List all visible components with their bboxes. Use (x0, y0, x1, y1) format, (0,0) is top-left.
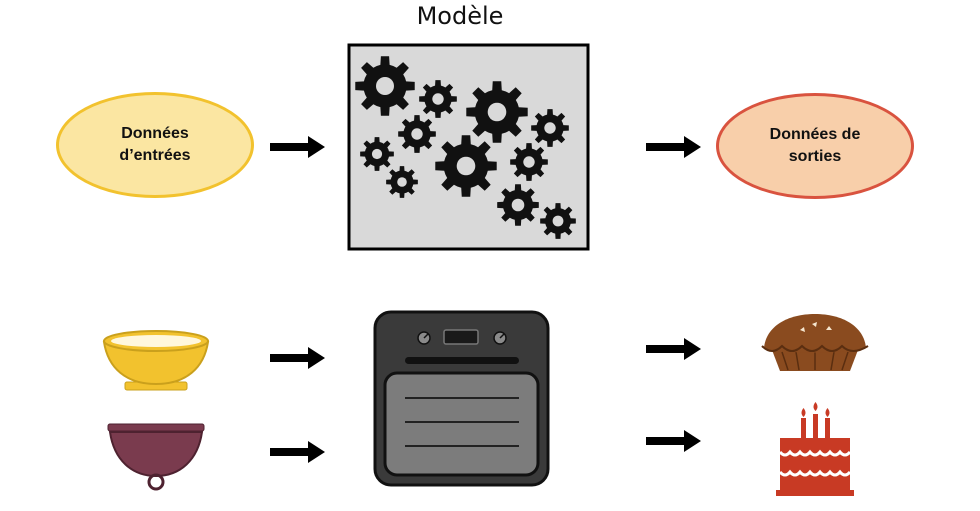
gear-hole (376, 77, 394, 95)
arrow-bowl1-to-oven (270, 347, 325, 369)
purple-bowl-icon (107, 423, 205, 491)
gear-hole (456, 156, 476, 176)
gears-icon (355, 56, 576, 239)
pie-icon (761, 314, 869, 371)
gear-hole (552, 215, 564, 227)
output-data-label: Données de sorties (769, 126, 861, 165)
oven-icon (373, 310, 550, 487)
gear-hole (371, 148, 383, 160)
gear-hole (511, 198, 525, 212)
gear-hole (397, 177, 407, 187)
gear-hole (523, 156, 535, 168)
arrow-model-to-output (646, 136, 701, 158)
output-data-ellipse: Données de sorties (716, 93, 914, 199)
birthday-cake-icon (776, 402, 854, 496)
gear-hole (544, 122, 556, 134)
diagram-title: Modèle (416, 2, 504, 30)
yellow-bowl-icon (102, 330, 210, 391)
arrow-oven-to-cake (646, 430, 701, 452)
input-data-ellipse: Données d’entrées (56, 92, 254, 198)
gear-hole (487, 102, 507, 122)
gear-hole (411, 128, 423, 140)
gear-hole (432, 93, 444, 105)
arrow-oven-to-pie (646, 338, 701, 360)
arrow-input-to-model (270, 136, 325, 158)
input-data-label: Données d’entrées (119, 125, 191, 164)
arrow-bowl2-to-oven (270, 441, 325, 463)
